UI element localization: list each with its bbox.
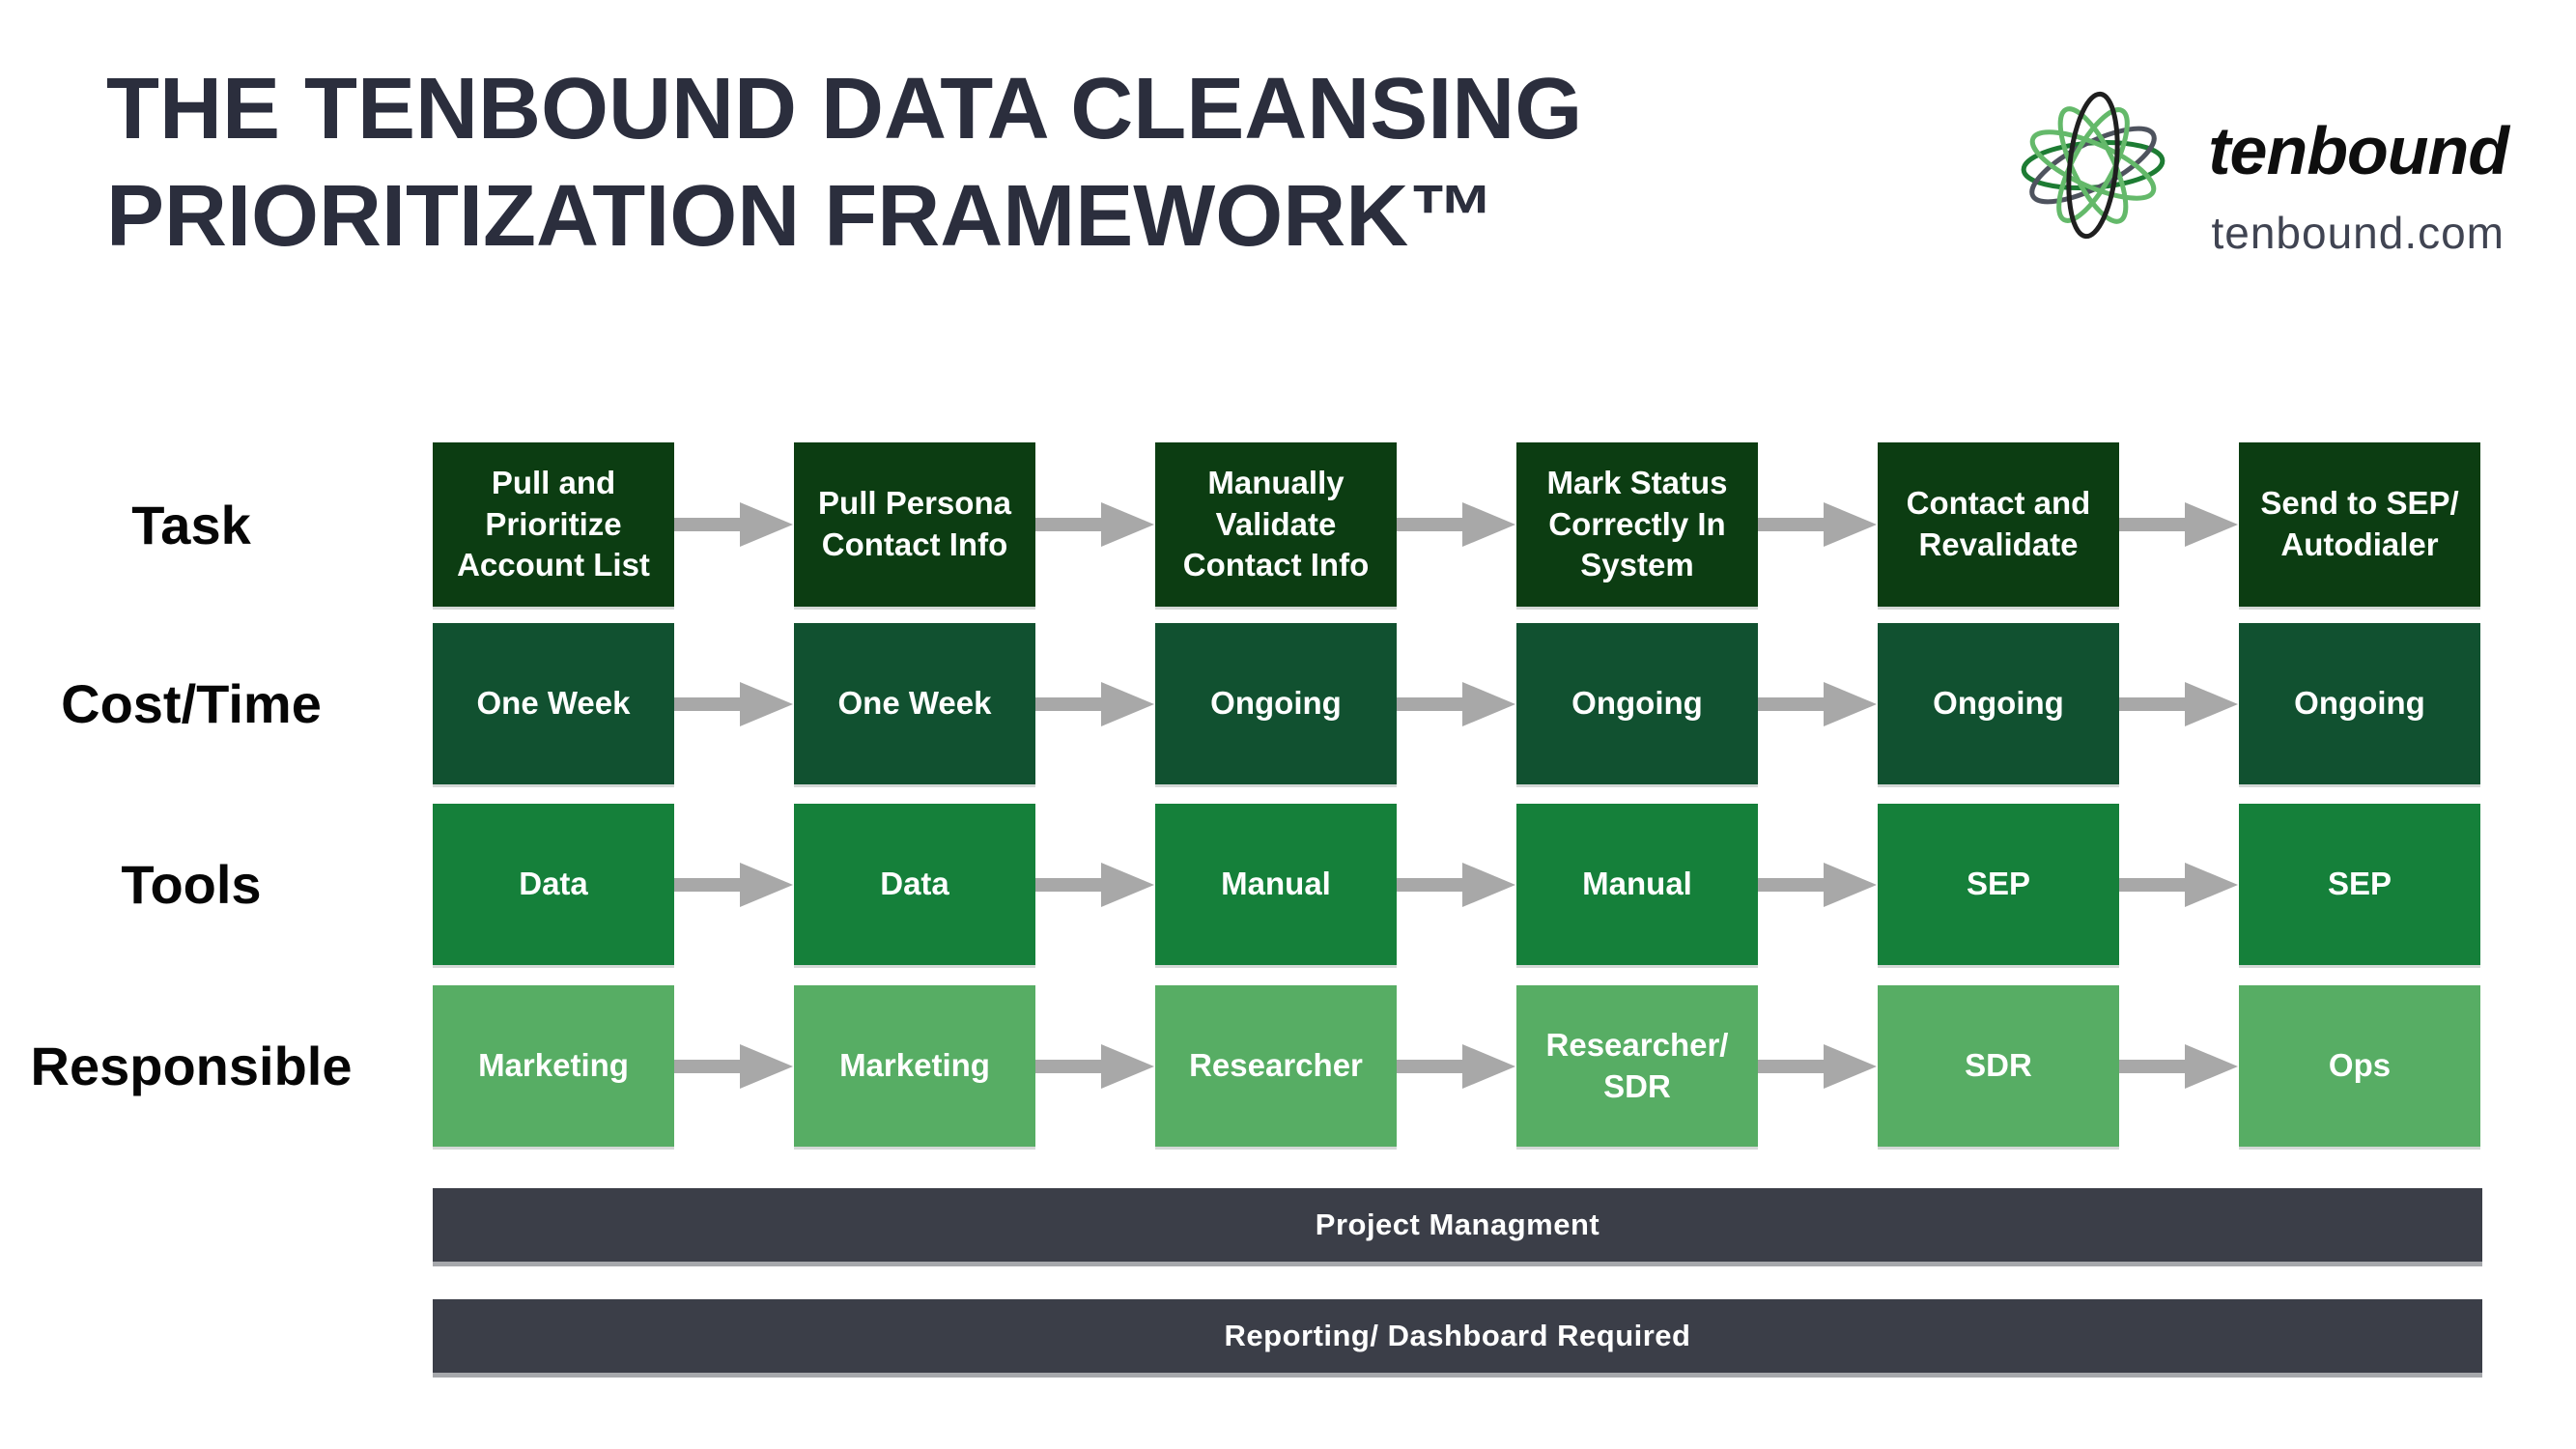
stage-cell: Ongoing bbox=[2239, 623, 2480, 784]
stage-cell: Manually Validate Contact Info bbox=[1155, 442, 1397, 607]
page-title-line-1: THE TENBOUND DATA CLEANSING bbox=[106, 61, 1583, 157]
row-task: Task Pull and Prioritize Account List Pu… bbox=[0, 442, 2576, 607]
stage-cell: Manual bbox=[1516, 804, 1758, 965]
flow-arrow-icon bbox=[1035, 804, 1155, 965]
flow-arrow-icon bbox=[2119, 623, 2239, 784]
stage-cell: Researcher bbox=[1155, 985, 1397, 1147]
stage-cell: Ongoing bbox=[1878, 623, 2119, 784]
flow-arrow-icon bbox=[1758, 804, 1878, 965]
stage-cell: Contact and Revalidate bbox=[1878, 442, 2119, 607]
flow-arrow-icon bbox=[674, 985, 794, 1147]
row-label-task: Task bbox=[131, 494, 251, 555]
stage-cell: Send to SEP/ Autodialer bbox=[2239, 442, 2480, 607]
flow-arrow-icon bbox=[1397, 985, 1516, 1147]
stage-cell: Marketing bbox=[433, 985, 674, 1147]
row-cost-time: Cost/Time One Week One Week Ongoing Ongo… bbox=[0, 623, 2576, 784]
flow-arrow-icon bbox=[1397, 804, 1516, 965]
flow-arrow-icon bbox=[1397, 623, 1516, 784]
page-title-line-2: PRIORITIZATION FRAMEWORK™ bbox=[106, 168, 1496, 265]
reporting-dashboard-banner: Reporting/ Dashboard Required bbox=[433, 1299, 2482, 1373]
brand-wordmark: tenbound bbox=[2208, 113, 2509, 188]
flow-arrow-icon bbox=[674, 804, 794, 965]
flow-arrow-icon bbox=[674, 623, 794, 784]
stage-cell: Ops bbox=[2239, 985, 2480, 1147]
stage-cell: One Week bbox=[433, 623, 674, 784]
page-title: THE TENBOUND DATA CLEANSING PRIORITIZATI… bbox=[106, 56, 1582, 270]
flow-arrow-icon bbox=[2119, 985, 2239, 1147]
stage-cell: Ongoing bbox=[1155, 623, 1397, 784]
stage-cell: Mark Status Correctly In System bbox=[1516, 442, 1758, 607]
row-responsible: Responsible Marketing Marketing Research… bbox=[0, 985, 2576, 1147]
flow-arrow-icon bbox=[2119, 804, 2239, 965]
flow-arrow-icon bbox=[1397, 442, 1516, 607]
stage-cell: Data bbox=[794, 804, 1035, 965]
stage-cell: Researcher/ SDR bbox=[1516, 985, 1758, 1147]
stage-cell: Pull Persona Contact Info bbox=[794, 442, 1035, 607]
flow-arrow-icon bbox=[1035, 442, 1155, 607]
flow-arrow-icon bbox=[1035, 623, 1155, 784]
project-management-banner: Project Managment bbox=[433, 1188, 2482, 1262]
flow-arrow-icon bbox=[674, 442, 794, 607]
stage-cell: SEP bbox=[2239, 804, 2480, 965]
atom-orbits-icon bbox=[2021, 91, 2166, 240]
flow-arrow-icon bbox=[1758, 985, 1878, 1147]
row-tools: Tools Data Data Manual Manual SEP SEP bbox=[0, 804, 2576, 965]
stage-cell: Data bbox=[433, 804, 674, 965]
stage-cell: Manual bbox=[1155, 804, 1397, 965]
flow-arrow-icon bbox=[1035, 985, 1155, 1147]
flow-arrow-icon bbox=[1758, 623, 1878, 784]
row-label-responsible: Responsible bbox=[30, 1036, 353, 1096]
stage-cell: SDR bbox=[1878, 985, 2119, 1147]
row-label-cost-time: Cost/Time bbox=[61, 673, 322, 734]
stage-cell: SEP bbox=[1878, 804, 2119, 965]
flow-arrow-icon bbox=[2119, 442, 2239, 607]
flow-arrow-icon bbox=[1758, 442, 1878, 607]
stage-cell: Pull and Prioritize Account List bbox=[433, 442, 674, 607]
stage-cell: Ongoing bbox=[1516, 623, 1758, 784]
stage-cell: Marketing bbox=[794, 985, 1035, 1147]
website-url: tenbound.com bbox=[2211, 208, 2505, 258]
stage-cell: One Week bbox=[794, 623, 1035, 784]
row-label-tools: Tools bbox=[121, 854, 262, 915]
